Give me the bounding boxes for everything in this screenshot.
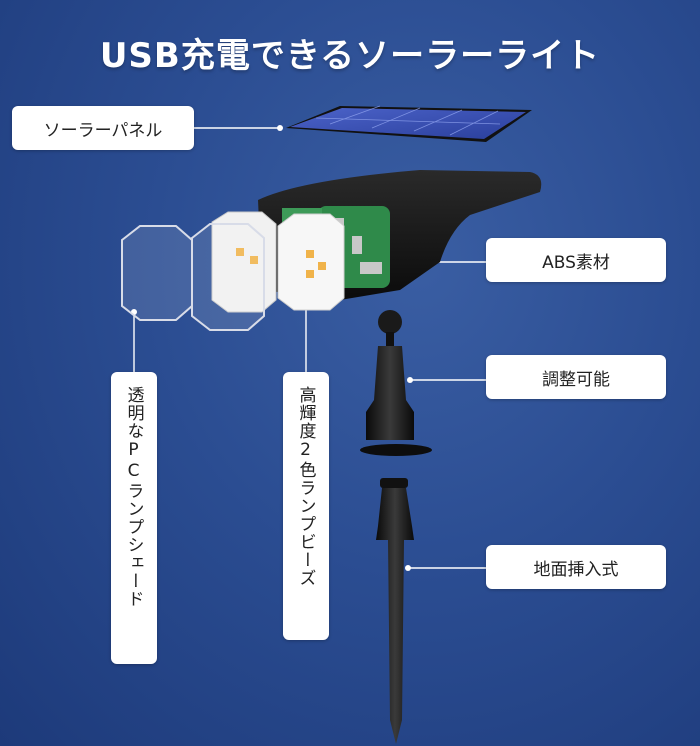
pc-shade-label: 透明なPCランプシェード (111, 372, 157, 664)
page-title: USB充電できるソーラーライト (99, 36, 601, 76)
abs-material-label: ABS素材 (486, 238, 666, 282)
solar-panel-label: ソーラーパネル (12, 106, 194, 150)
ground-insert-label: 地面挿入式 (486, 545, 666, 589)
led-bead-housing (211, 211, 345, 313)
ground-stake (376, 478, 414, 744)
transparent-shade (121, 223, 265, 331)
solar-panel (286, 105, 532, 142)
led-beads-label: 高輝度2色ランプビーズ (283, 372, 329, 640)
adjustable-label: 調整可能 (486, 355, 666, 399)
adjustable-joint (360, 310, 432, 456)
